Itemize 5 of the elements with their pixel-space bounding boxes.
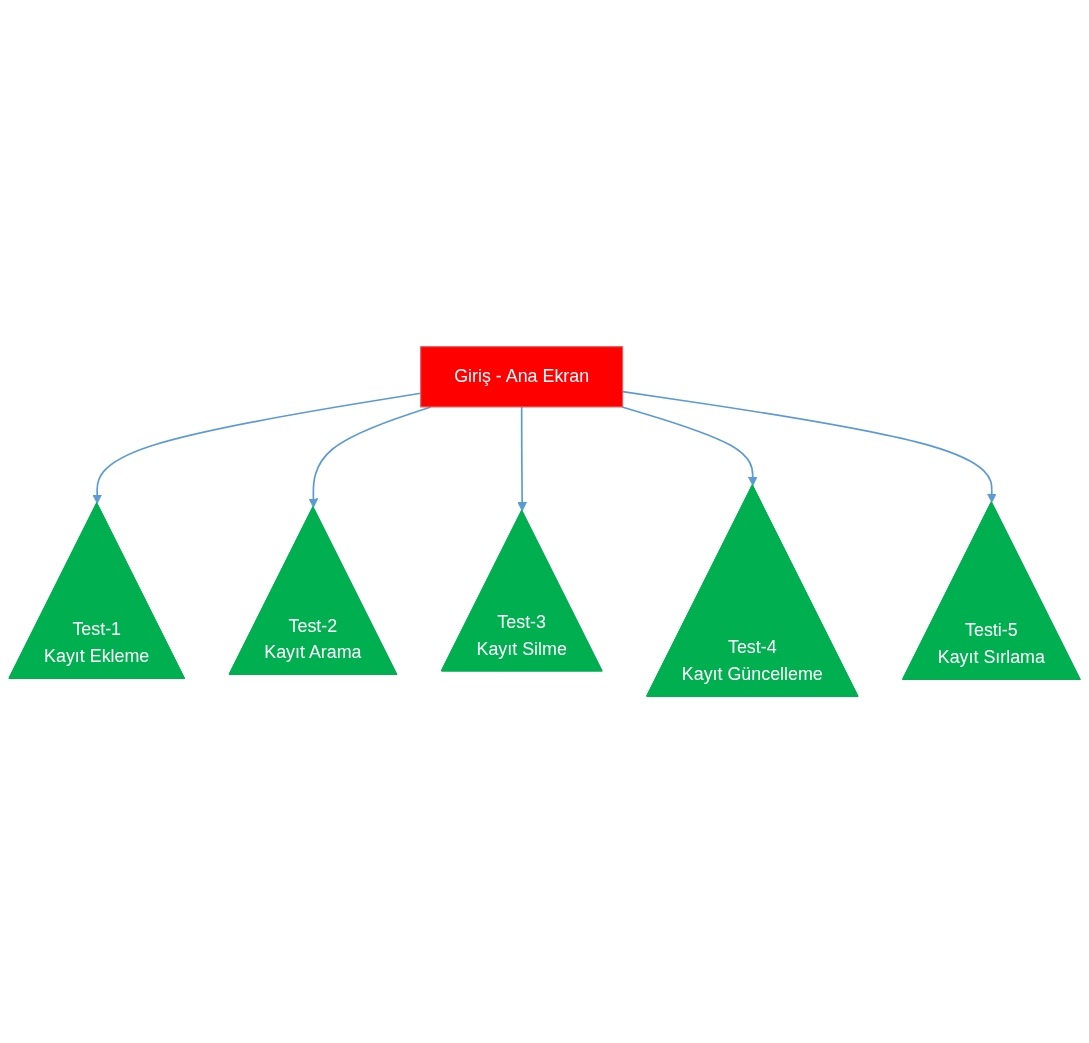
arrow (517, 406, 528, 512)
arrow (621, 390, 997, 503)
arrow (621, 406, 758, 487)
arrow (308, 406, 432, 508)
node-box: Giriş - Ana Ekran (420, 346, 624, 408)
